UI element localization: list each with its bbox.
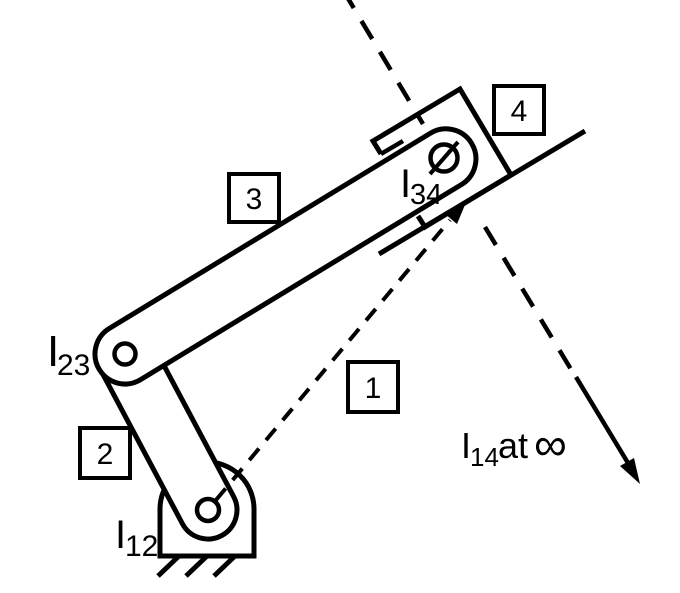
box-1-number: 1 [365,372,382,405]
label-i14-at: at [498,425,528,466]
label-i23-sub: 23 [57,349,90,382]
box-4-number: 4 [511,95,528,128]
pin-i12 [194,496,222,524]
box-2-frame [78,426,132,480]
link1-dashed-line [214,218,452,502]
i14-direction-line [346,0,640,484]
i14-arrowhead-icon [620,458,640,484]
box-3-number: 3 [246,183,263,216]
label-i34: I 34 [400,162,442,211]
box-2-number: 2 [97,438,114,471]
link-3 [92,126,479,387]
slide-rail-line [377,128,587,257]
box-link-2: 2 [78,426,132,480]
label-i14-base: I [461,425,471,466]
label-i34-base: I [400,162,411,206]
i14-dashed-upper [346,0,425,126]
link1-construction-line [214,200,467,502]
label-i23-base: I [47,327,59,376]
box-link-4: 4 [492,84,546,136]
label-i12-sub: 12 [125,530,158,563]
box-1-frame [346,360,400,414]
ground-hatch-1 [156,554,181,578]
box-4-frame [492,84,546,136]
infinity-symbol: ∞ [534,418,567,470]
i14-arrow-shaft [574,375,630,465]
box-3-frame [227,172,281,224]
link-3-body [92,126,479,387]
pin-i23 [112,341,138,367]
label-i12: I 12 [115,513,158,563]
label-i14-at-infinity: I 14 at ∞ [461,418,567,472]
link1-arrowhead-icon [445,200,467,224]
box-link-3: 3 [227,172,281,224]
label-i12-base: I [115,513,126,557]
label-i14-sub: 14 [470,442,499,472]
ground-hatch-2 [184,554,209,578]
label-i23: I 23 [47,327,90,382]
pin-i34 [428,140,460,176]
i14-dashed-lower [483,225,574,373]
label-i34-sub: 34 [410,179,442,211]
box-link-1: 1 [346,360,400,414]
pin-i34-slash [428,140,460,176]
ground-hatch-3 [212,554,237,578]
slider-slot-edge [379,139,405,156]
